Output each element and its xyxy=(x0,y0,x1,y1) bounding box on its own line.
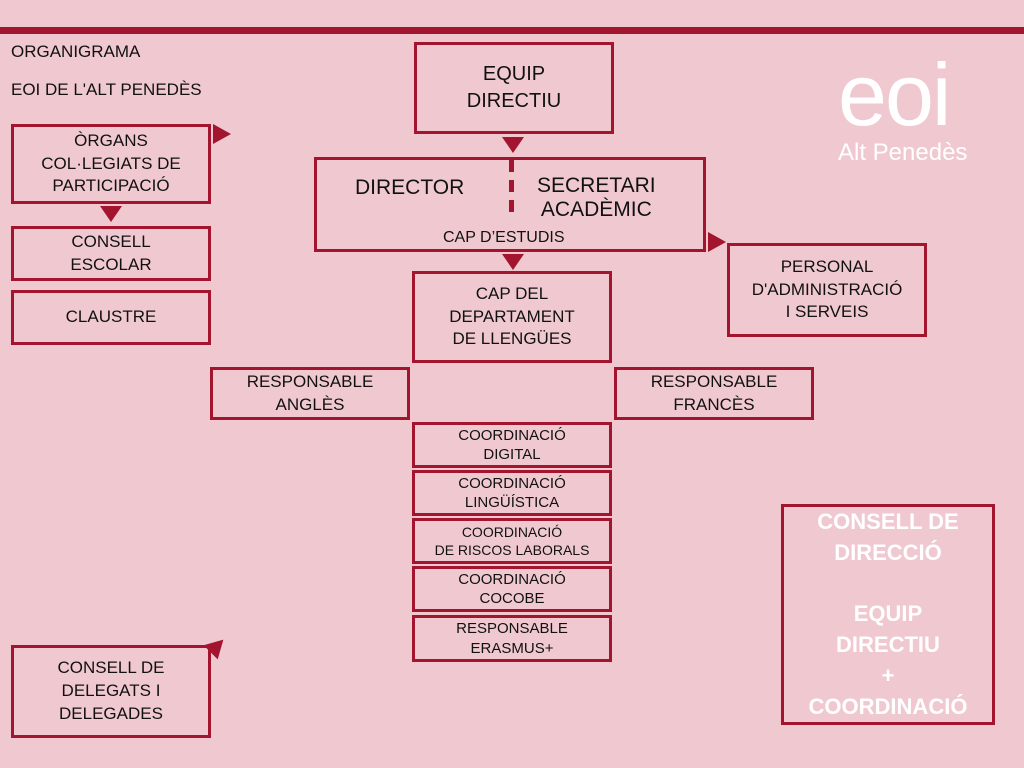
logo-sub: Alt Penedès xyxy=(838,139,968,166)
resp-erasmus-box: RESPONSABLE ERASMUS+ xyxy=(412,615,612,662)
page-title: ORGANIGRAMA xyxy=(11,42,141,61)
secretari-label: SECRETARI ACADÈMIC xyxy=(537,174,656,222)
personal-box: PERSONAL D'ADMINISTRACIÓ I SERVEIS xyxy=(727,243,927,337)
top-bar xyxy=(0,27,1024,34)
direction-box: DIRECTOR SECRETARI ACADÈMIC CAP D’ESTUDI… xyxy=(314,157,706,252)
consell-direccio-box: CONSELL DE DIRECCIÓ EQUIP DIRECTIU + COO… xyxy=(781,504,995,725)
arrow-down-icon xyxy=(100,206,122,222)
arrow-down-icon xyxy=(502,254,524,270)
coord-riscos-box: COORDINACIÓ DE RISCOS LABORALS xyxy=(412,518,612,564)
arrow-right-icon xyxy=(213,124,231,144)
consell-escolar-box: CONSELL ESCOLAR xyxy=(11,226,211,281)
arrow-right-icon xyxy=(708,232,726,252)
divider-dashed xyxy=(509,160,514,220)
coord-linguistica-box: COORDINACIÓ LINGÜÍSTICA xyxy=(412,470,612,516)
responsable-frances-box: RESPONSABLE FRANCÈS xyxy=(614,367,814,420)
page-subtitle: EOI DE L'ALT PENEDÈS xyxy=(11,80,202,99)
coord-digital-box: COORDINACIÓ DIGITAL xyxy=(412,422,612,468)
coord-cocobe-box: COORDINACIÓ COCOBE xyxy=(412,566,612,612)
consell-delegats-box: CONSELL DE DELEGATS I DELEGADES xyxy=(11,645,211,738)
claustre-box: CLAUSTRE xyxy=(11,290,211,345)
equip-directiu-box: EQUIP DIRECTIU xyxy=(414,42,614,134)
cap-estudis-label: CAP D’ESTUDIS xyxy=(443,229,565,246)
responsable-angles-box: RESPONSABLE ANGLÈS xyxy=(210,367,410,420)
organs-box: ÒRGANS COL·LEGIATS DE PARTICIPACIÓ xyxy=(11,124,211,204)
logo-main: eoi xyxy=(838,45,951,144)
cap-departament-box: CAP DEL DEPARTAMENT DE LLENGÜES xyxy=(412,271,612,363)
eoi-logo: eoi Alt Penedès xyxy=(838,45,968,167)
arrow-down-icon xyxy=(502,137,524,153)
director-label: DIRECTOR xyxy=(355,176,465,199)
